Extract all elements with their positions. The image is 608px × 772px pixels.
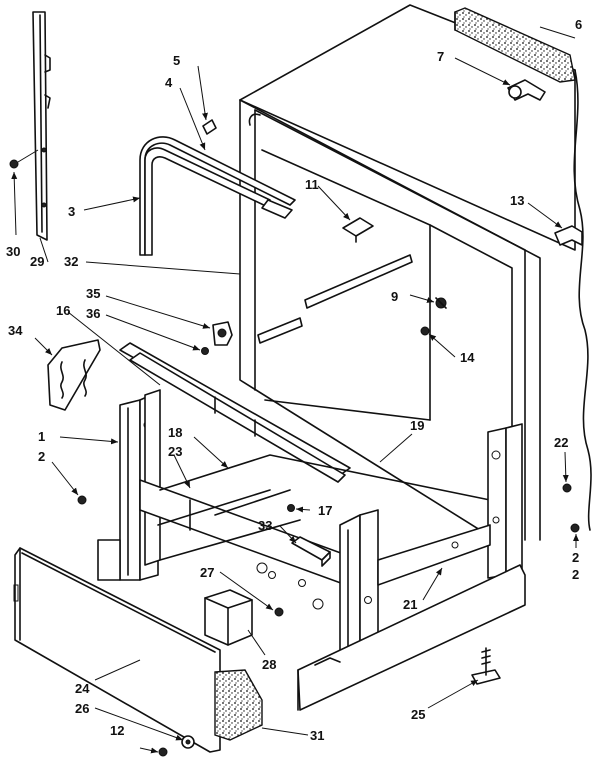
part-6-top-bracket (454, 7, 576, 83)
label-7: 7 (437, 49, 444, 64)
label-36: 36 (86, 306, 100, 321)
part-34-spring-bracket (47, 339, 101, 411)
part-5-screw (202, 119, 217, 135)
label-29: 29 (30, 254, 44, 269)
label-25: 25 (411, 707, 425, 722)
callout-labels: 1 2 2 2 3 4 5 6 7 9 11 12 13 14 16 17 18… (6, 17, 582, 743)
part-3-tube (139, 136, 296, 256)
part-17-screw (287, 504, 295, 512)
label-13: 13 (510, 193, 524, 208)
part-25-leveling-leg (471, 647, 501, 685)
label-2a: 2 (38, 449, 45, 464)
part-22-screw (562, 483, 572, 493)
label-34: 34 (8, 323, 23, 338)
label-1: 1 (38, 429, 45, 444)
label-18: 18 (168, 425, 182, 440)
part-12-screw (158, 747, 168, 757)
part-33-clip (291, 536, 331, 567)
label-26: 26 (75, 701, 89, 716)
part-11-bracket (342, 217, 374, 243)
part-31-insulation (214, 669, 263, 741)
label-6: 6 (575, 17, 582, 32)
label-11: 11 (305, 177, 319, 192)
label-28: 28 (262, 657, 276, 672)
part-24-toe-panel (13, 547, 221, 753)
part-14-screw (420, 326, 430, 336)
label-33: 33 (258, 518, 272, 533)
leader-lines (11, 26, 579, 754)
part-36-screw (201, 347, 209, 355)
part-28-box (204, 589, 253, 646)
label-27: 27 (200, 565, 214, 580)
part-13-bracket (554, 225, 583, 246)
label-17: 17 (318, 503, 332, 518)
label-2b: 2 (572, 567, 579, 582)
label-35: 35 (86, 286, 100, 301)
label-4: 4 (165, 75, 173, 90)
label-3: 3 (68, 204, 75, 219)
label-9: 9 (391, 289, 398, 304)
part-35-clamp (212, 321, 233, 346)
label-23: 23 (168, 444, 182, 459)
label-22: 22 (554, 435, 568, 450)
part-30-screw (9, 149, 39, 169)
label-21: 21 (403, 597, 417, 612)
part-2-screw-left (77, 495, 87, 505)
part-29-side-strip (32, 11, 51, 241)
part-9-nut (435, 297, 447, 309)
label-24: 24 (75, 681, 90, 696)
label-12: 12 (110, 723, 124, 738)
label-32: 32 (64, 254, 78, 269)
label-30: 30 (6, 244, 20, 259)
label-14: 14 (460, 350, 475, 365)
label-19: 19 (410, 418, 424, 433)
tub-cabinet (239, 4, 592, 556)
part-2-screw-right (570, 523, 580, 533)
label-16: 16 (56, 303, 70, 318)
part-7-clip (507, 79, 546, 101)
part-27-screw (274, 607, 284, 617)
label-2c: 2 (572, 550, 579, 565)
label-5: 5 (173, 53, 180, 68)
base-frame (97, 389, 526, 711)
part-26-washer (181, 735, 195, 749)
label-31: 31 (310, 728, 324, 743)
part-16-top-rail (119, 342, 351, 483)
